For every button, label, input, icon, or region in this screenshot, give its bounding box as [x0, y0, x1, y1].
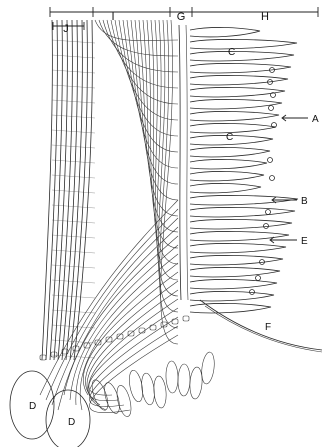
- basal-bulb: [178, 364, 191, 396]
- fiber-segment: [52, 70, 95, 73]
- granule: [256, 276, 261, 281]
- arrow-a: [282, 115, 308, 121]
- fiber-bundle: [40, 20, 178, 413]
- boundary-line: [179, 25, 181, 300]
- basal-bulb: [189, 367, 203, 400]
- zone-label-g: G: [177, 11, 186, 23]
- columnar-cell: [190, 219, 292, 228]
- marker-label-c-upper: C: [228, 47, 235, 58]
- marker-label-b: B: [301, 196, 308, 207]
- columnar-cell: [190, 27, 260, 36]
- basal-bulb: [127, 369, 145, 403]
- granule: [266, 210, 271, 215]
- neck-cell: [84, 343, 90, 348]
- fiber-segment: [52, 250, 95, 253]
- fiber-curve: [103, 20, 178, 72]
- columnar-cell: [190, 183, 261, 192]
- fiber-segment: [52, 40, 95, 43]
- fiber-segment: [52, 220, 95, 223]
- marker-label-f: F: [265, 322, 271, 333]
- fiber-segment: [52, 85, 95, 88]
- fiber-strand: [74, 20, 92, 360]
- granule: [264, 224, 269, 229]
- marker-label-e: E: [301, 236, 308, 247]
- columnar-cell: [190, 267, 280, 276]
- fiber-segment: [52, 160, 95, 163]
- epithelial-cell-layer: [179, 25, 322, 352]
- columnar-cell: [190, 159, 267, 168]
- basal-bulb: [165, 361, 178, 393]
- fiber-curve: [99, 20, 178, 56]
- columnar-cell: [190, 147, 270, 156]
- fiber-segment: [52, 145, 95, 148]
- neck-cell: [150, 325, 156, 330]
- marker-label-d-left: D: [29, 401, 36, 412]
- fiber-segment: [52, 175, 95, 178]
- basal-bulb: [200, 351, 216, 384]
- fiber-segment: [52, 130, 95, 133]
- fiber-segment: [52, 55, 95, 58]
- columnar-cell: [190, 291, 274, 300]
- columnar-cell: [190, 51, 294, 60]
- marker-label-d-right: D: [68, 417, 75, 428]
- neck-cell: [40, 355, 46, 360]
- neck-cell: [183, 316, 189, 321]
- fiber-segment: [52, 235, 95, 238]
- boundary-line: [186, 25, 188, 300]
- fiber-curve: [161, 20, 178, 344]
- marker-label-a: A: [312, 114, 319, 125]
- columnar-cell: [190, 279, 277, 288]
- granule: [269, 106, 274, 111]
- columnar-cell: [190, 75, 288, 84]
- basal-bulb-cells: [10, 316, 216, 447]
- fiber-curve: [131, 20, 178, 184]
- fiber-strand: [42, 20, 52, 360]
- neck-cell: [172, 319, 178, 324]
- columnar-cell: [190, 255, 283, 264]
- granule: [270, 176, 275, 181]
- columnar-cell: [190, 207, 295, 216]
- zone-label-h: H: [261, 11, 269, 23]
- granule: [268, 158, 273, 163]
- fiber-sweep: [89, 308, 178, 395]
- zone-label-i: I: [111, 11, 114, 23]
- fiber-segment: [52, 310, 95, 313]
- columnar-cell: [190, 303, 271, 312]
- columnar-cell: [190, 111, 279, 120]
- fiber-segment: [52, 100, 95, 103]
- fiber-segment: [52, 115, 95, 118]
- columnar-cell: [190, 171, 264, 180]
- columnar-cell: [190, 231, 289, 240]
- columnar-cell: [190, 63, 291, 72]
- basal-bulb: [153, 376, 168, 409]
- marker-label-c-lower: C: [226, 132, 233, 143]
- arrow-e: [270, 237, 297, 243]
- neck-cell: [106, 337, 112, 342]
- columnar-cell: [190, 243, 286, 252]
- process-f: [200, 300, 322, 350]
- fiber-segment: [52, 265, 95, 268]
- columnar-cell: [190, 39, 297, 48]
- zone-label-j: J: [63, 23, 69, 35]
- fiber-sweep: [89, 317, 178, 401]
